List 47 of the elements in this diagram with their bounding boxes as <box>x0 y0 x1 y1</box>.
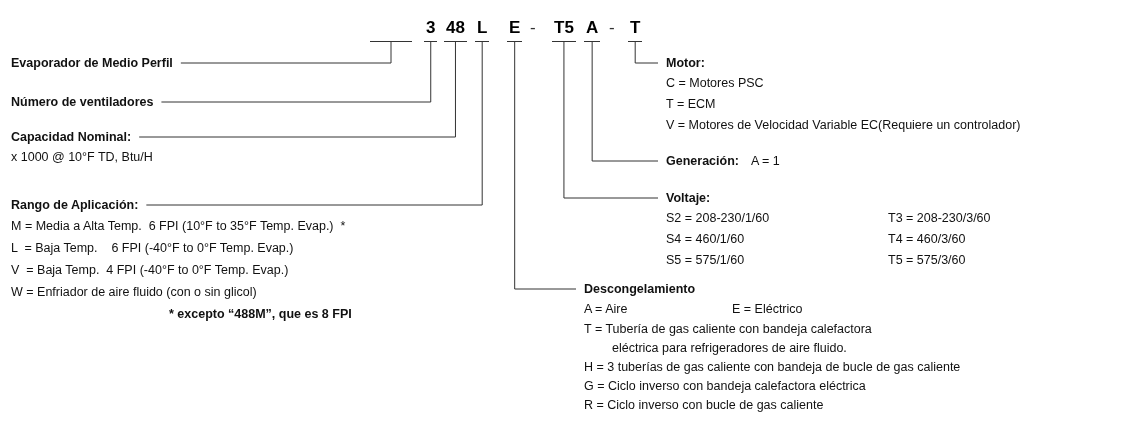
separator-dash: - <box>609 18 615 38</box>
heading: Capacidad Nominal: <box>11 129 133 146</box>
code-description: x 1000 @ 10°F TD, Btu/H <box>11 149 153 166</box>
code-description: T = Tubería de gas caliente con bandeja calefactora eléctrica para refrigeradores de aire fluido. <box>584 321 873 357</box>
leader-line <box>563 41 659 199</box>
leader-line <box>145 41 483 206</box>
code-description: L = Baja Temp. 6 FPI (-40°F to 0°F Temp. Evap.) <box>11 240 295 257</box>
leader-line <box>591 41 659 162</box>
code-description: V = Motores de Velocidad Variable EC(Requiere un controlador) <box>666 117 1021 134</box>
separator-dash: - <box>530 18 536 38</box>
code-segment: E <box>507 18 523 42</box>
code-description: C = Motores PSC <box>666 75 765 92</box>
code-segment: 3 <box>424 18 438 42</box>
code-description: A = Aire <box>584 301 629 318</box>
code-description: V = Baja Temp. 4 FPI (-40°F to 0°F Temp. Evap.) <box>11 262 290 279</box>
heading: Voltaje: <box>666 190 711 207</box>
heading: Motor: <box>666 55 705 72</box>
code-segment: A <box>584 18 601 42</box>
code-description: M = Media a Alta Temp. 6 FPI (10°F to 35°F Temp. Evap.) * <box>11 218 347 235</box>
leader-line <box>160 41 432 103</box>
code-description: W = Enfriador de aire fluido (con o sin glicol) <box>11 284 258 301</box>
code-description: G = Ciclo inverso con bandeja calefactora eléctrica <box>584 378 867 395</box>
code-segment: T <box>628 18 643 42</box>
heading: Descongelamiento <box>584 281 696 298</box>
heading: Rango de Aplicación: <box>11 197 140 214</box>
code-description: A = 1 <box>750 153 780 170</box>
code-description: T4 = 460/3/60 <box>888 231 967 248</box>
code-description: T3 = 208-230/3/60 <box>888 210 991 227</box>
leader-line <box>514 41 577 290</box>
heading: Evaporador de Medio Perfil <box>11 55 174 72</box>
code-description: R = Ciclo inverso con bucle de gas caliente <box>584 397 825 414</box>
code-description: T5 = 575/3/60 <box>888 252 967 269</box>
leader-line <box>180 41 392 64</box>
code-description: S4 = 460/1/60 <box>666 231 746 248</box>
leader-line <box>138 41 456 138</box>
code-description: S2 = 208-230/1/60 <box>666 210 771 227</box>
code-segment: 48 <box>444 18 467 42</box>
code-description: H = 3 tuberías de gas caliente con bandeja de bucle de gas caliente <box>584 359 961 376</box>
heading: Generación: <box>666 153 739 170</box>
code-description: S5 = 575/1/60 <box>666 252 746 269</box>
footnote: * excepto “488M”, que es 8 FPI <box>169 306 352 323</box>
code-description: E = Eléctrico <box>732 301 804 318</box>
code-description: T = ECM <box>666 96 717 113</box>
leader-line <box>634 41 659 64</box>
code-segment: T5 <box>552 18 576 42</box>
code-segment: L <box>475 18 490 42</box>
heading: Número de ventiladores <box>11 94 155 111</box>
